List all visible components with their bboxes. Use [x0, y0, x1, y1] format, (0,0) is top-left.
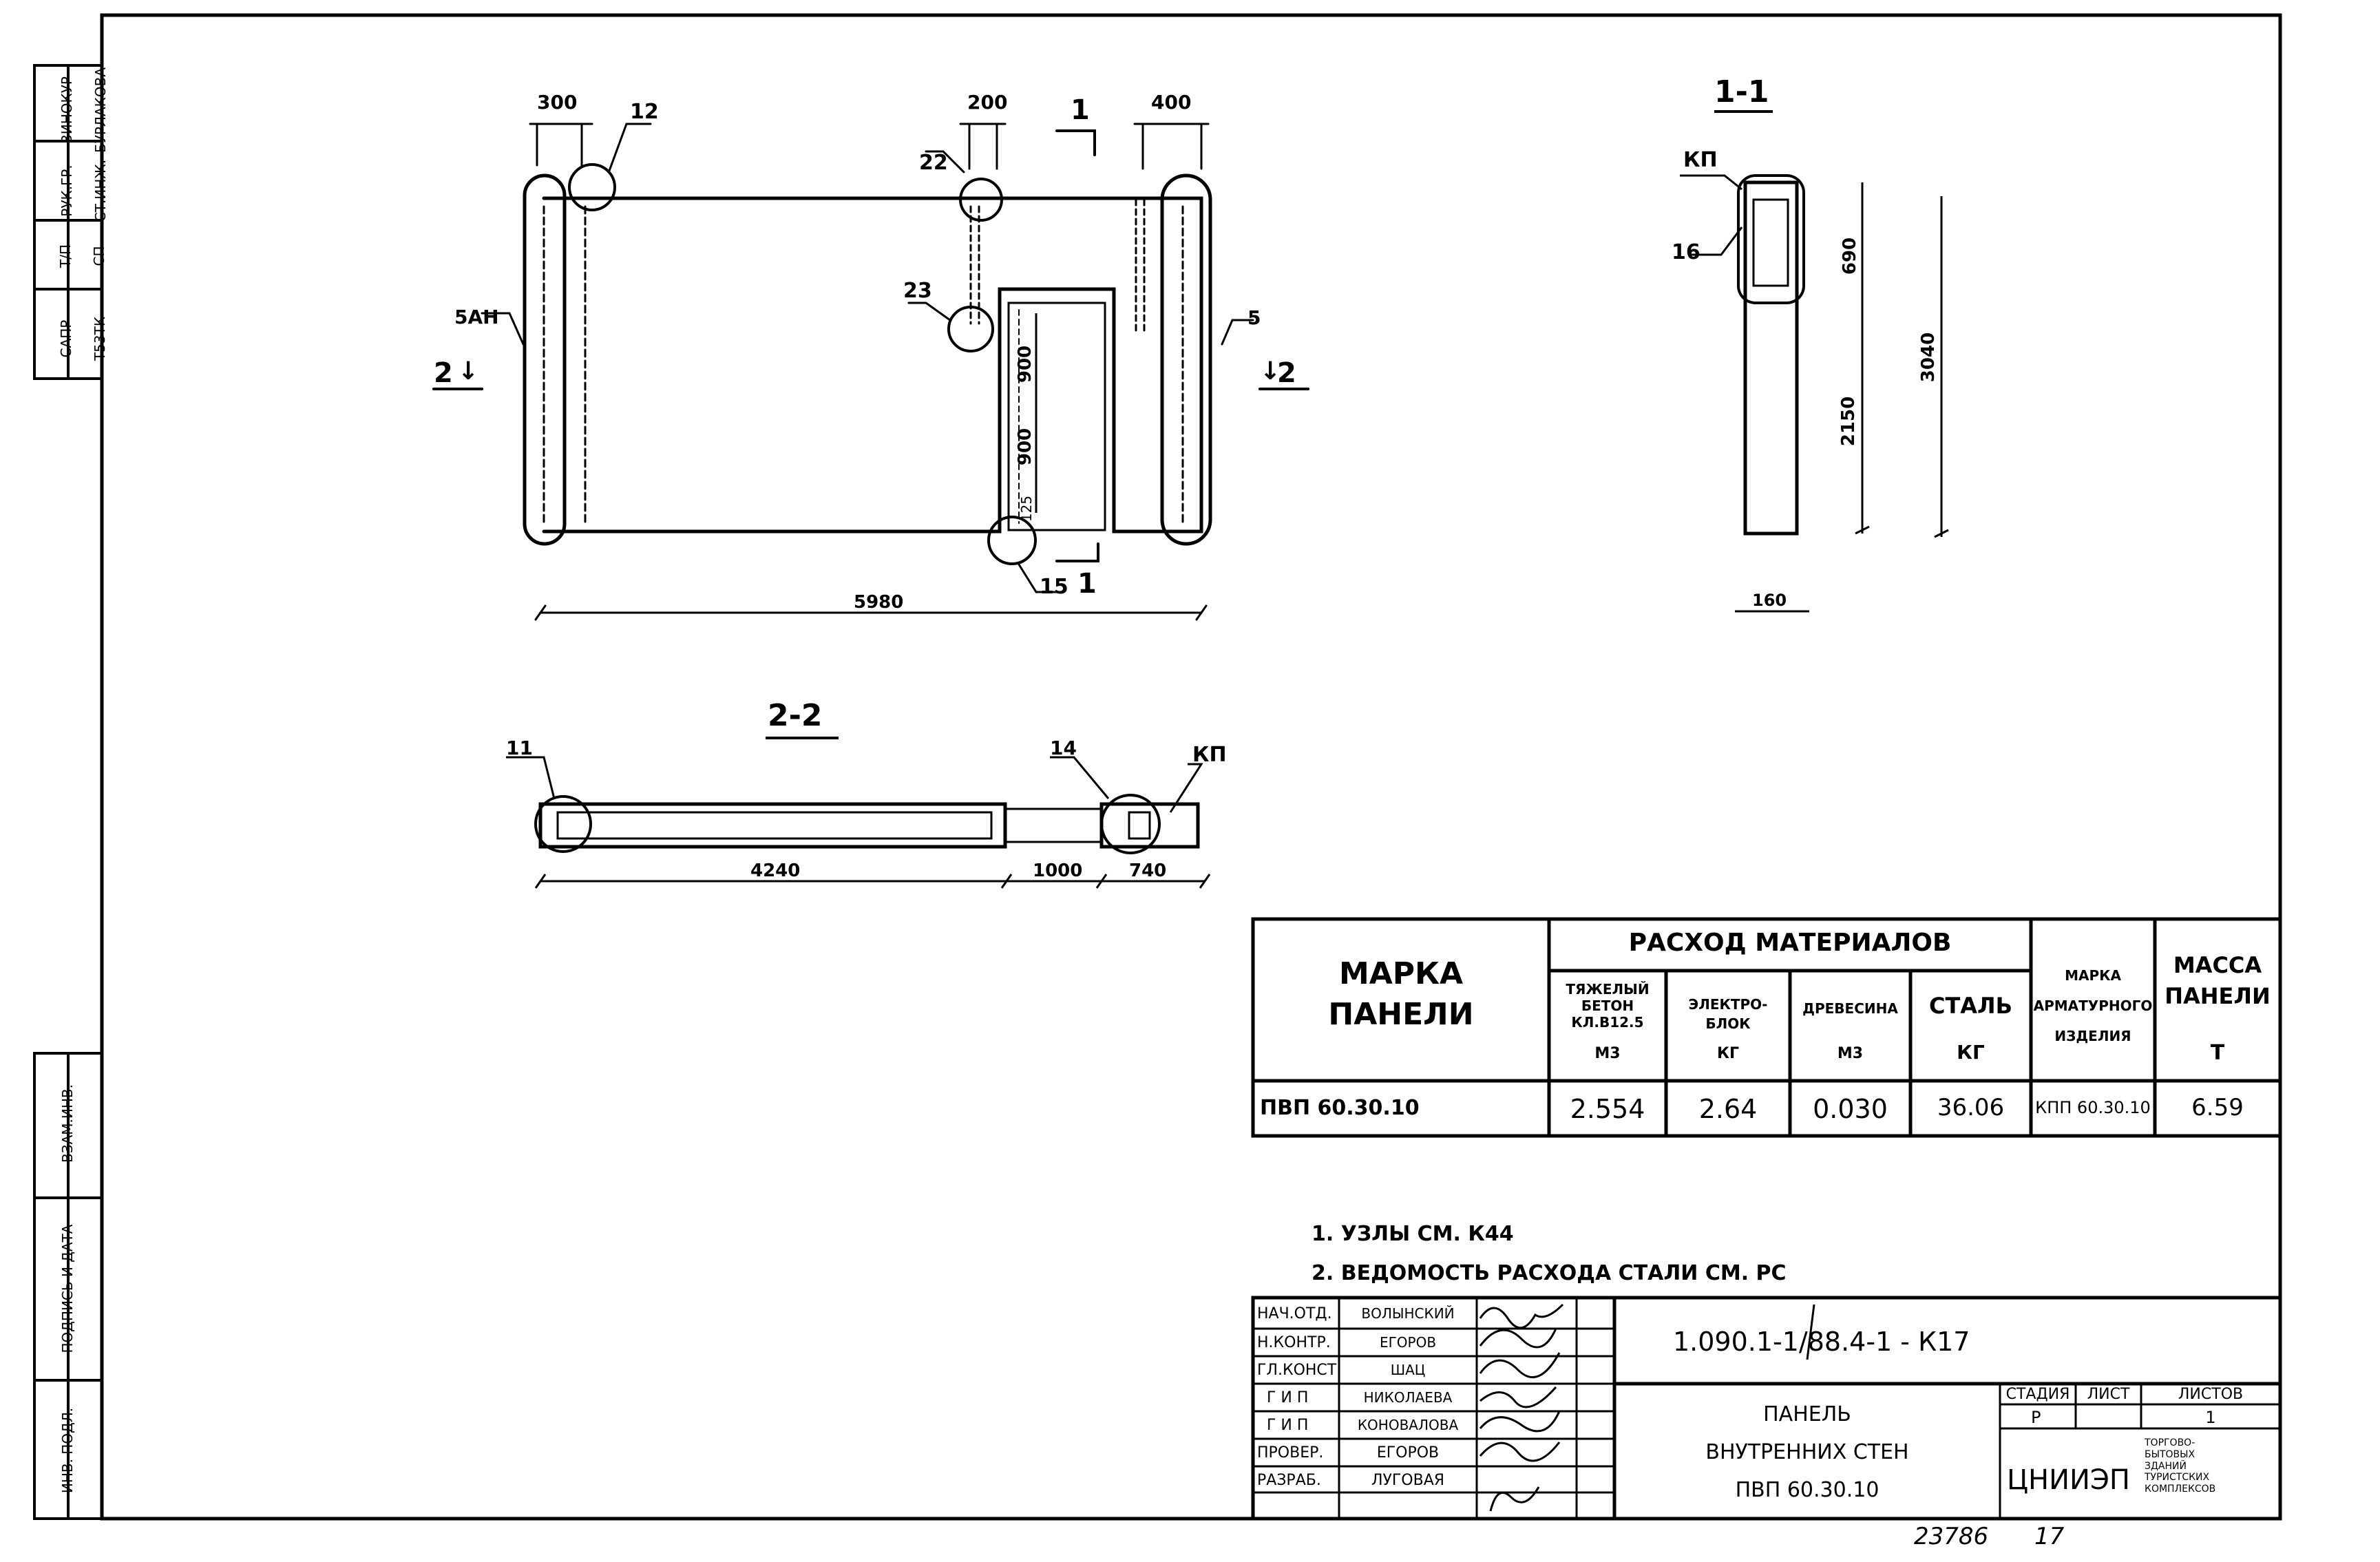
staff-name-0: ВОЛЫНСКИЙ: [1361, 1305, 1455, 1322]
dim-900-b: 900: [1015, 428, 1035, 466]
row-mark: ПВП 60.30.10: [1260, 1096, 1420, 1120]
row-mass: 6.59: [2191, 1094, 2244, 1121]
col-wood-unit: М3: [1837, 1045, 1864, 1062]
strip-burlakova: БУРЛАКОВА: [92, 67, 109, 154]
title-line-1: ПАНЕЛЬ: [1763, 1402, 1851, 1426]
col-electro-unit: КГ: [1716, 1045, 1739, 1062]
strip-vzaminv: ВЗАМ.ИНВ.: [59, 1084, 76, 1163]
callout-5: 5: [1247, 306, 1261, 329]
staff-role-6: РАЗРАБ.: [1257, 1472, 1321, 1489]
dim-300: 300: [537, 91, 578, 114]
col-concrete: ТЯЖЕЛЫЙ БЕТОН КЛ.В12.5: [1566, 981, 1650, 1031]
staff-name-4: КОНОВАЛОВА: [1357, 1417, 1459, 1433]
staff-role-1: Н.КОНТР.: [1257, 1334, 1331, 1351]
section-mark-2-left: 2: [434, 357, 453, 389]
org-subtitle: ТОРГОВО- БЫТОВЫХ ЗДАНИЙ ТУРИСТСКИХ КОМПЛ…: [2145, 1437, 2216, 1495]
arrow-down-icon: ↓: [458, 357, 479, 386]
dim-160: 160: [1752, 591, 1787, 610]
label-kp-2: КП: [1192, 743, 1227, 767]
materials-header: РАСХОД МАТЕРИАЛОВ: [1628, 929, 1952, 957]
sheets-label: ЛИСТОВ: [2178, 1386, 2244, 1403]
strip-t53tk: Т53ТК: [92, 316, 108, 361]
archive-number: 23786: [1914, 1523, 1989, 1550]
callout-12: 12: [630, 100, 659, 124]
row-armature: КПП 60.30.10: [2035, 1098, 2151, 1117]
armature-header: МАРКА АРМАТУРНОГО ИЗДЕЛИЯ: [2033, 967, 2153, 1044]
mass-unit: Т: [2210, 1041, 2225, 1065]
dim-2150: 2150: [1838, 396, 1859, 447]
staff-name-1: ЕГОРОВ: [1379, 1334, 1437, 1351]
sheet-value: 1: [2205, 1408, 2216, 1427]
dim-125: 125: [1018, 495, 1035, 523]
stage-label: СТАДИЯ: [2005, 1386, 2070, 1403]
callout-15: 15: [1040, 575, 1068, 599]
strip-sapr: САПР: [58, 319, 74, 358]
dim-4240: 4240: [750, 861, 801, 881]
section-mark-2-right: 2: [1277, 357, 1296, 389]
title-block-grid: [1251, 1296, 2282, 1521]
callout-11: 11: [506, 737, 533, 759]
dim-3040: 3040: [1918, 332, 1939, 383]
callout-23: 23: [903, 279, 932, 303]
callout-16: 16: [1672, 240, 1700, 264]
callout-14: 14: [1050, 737, 1077, 759]
sheet-frame: [100, 13, 2282, 1521]
staff-role-3: Г И П: [1267, 1389, 1309, 1406]
staff-name-3: НИКОЛАЕВА: [1363, 1389, 1453, 1406]
section-mark-1-top: 1: [1071, 94, 1090, 126]
org-name: ЦНИИЭП: [2007, 1464, 2130, 1496]
row-wood: 0.030: [1813, 1094, 1888, 1124]
dim-740: 740: [1129, 861, 1167, 881]
title-line-2: ВНУТРЕННИХ СТЕН: [1705, 1440, 1909, 1464]
row-concrete: 2.554: [1570, 1094, 1645, 1124]
col-electro: ЭЛЕКТРО-БЛОК: [1688, 996, 1768, 1032]
document-code: 1.090.1-1/88.4-1 - К17: [1673, 1327, 1970, 1357]
label-kp: КП: [1683, 148, 1718, 172]
staff-role-2: ГЛ.КОНСТ: [1257, 1362, 1337, 1379]
sheet-label: ЛИСТ: [2087, 1386, 2130, 1403]
staff-name-6: ЛУГОВАЯ: [1371, 1472, 1445, 1489]
dim-690: 690: [1840, 237, 1860, 275]
section-2-2: [506, 737, 1211, 889]
callout-22: 22: [919, 151, 948, 175]
col-wood: ДРЕВЕСИНА: [1802, 1000, 1898, 1017]
note-2: 2. ВЕДОМОСТЬ РАСХОДА СТАЛИ СМ. РС: [1312, 1261, 1787, 1285]
section-1-1: [1680, 110, 1949, 613]
col-concrete-unit: М3: [1594, 1045, 1621, 1062]
dim-1000: 1000: [1033, 861, 1083, 881]
col-steel: СТАЛЬ: [1928, 993, 2013, 1019]
title-line-3: ПВП 60.30.10: [1735, 1478, 1879, 1502]
section-2-2-title: 2-2: [768, 698, 823, 733]
dim-900-a: 900: [1015, 345, 1035, 383]
mass-header: МАССА ПАНЕЛИ: [2165, 952, 2271, 1009]
staff-name-5: ЕГОРОВ: [1376, 1444, 1440, 1461]
note-1: 1. УЗЛЫ СМ. К44: [1312, 1222, 1514, 1246]
row-steel: 36.06: [1937, 1094, 2005, 1121]
callout-5ah: 5АН: [454, 306, 499, 328]
code-slash: [1806, 1304, 1815, 1360]
strip-invpodl: ИНВ. ПОДЛ.: [59, 1407, 76, 1494]
left-strip: [33, 64, 103, 1520]
dim-200: 200: [967, 91, 1008, 114]
staff-role-4: Г И П: [1267, 1417, 1309, 1434]
staff-role-5: ПРОВЕР.: [1257, 1444, 1324, 1461]
col-steel-unit: КГ: [1957, 1041, 1985, 1064]
mark-header: МАРКА ПАНЕЛИ: [1328, 956, 1474, 1033]
row-electro: 2.64: [1698, 1094, 1758, 1124]
staff-name-2: ШАЦ: [1390, 1362, 1426, 1378]
materials-table-grid: [1251, 917, 2282, 1138]
arrow-down-icon: ↓: [1260, 357, 1281, 386]
dim-400: 400: [1151, 91, 1192, 114]
signatures: [1479, 1303, 1564, 1512]
staff-role-0: НАЧ.ОТД.: [1257, 1305, 1332, 1322]
stage-value: Р: [2031, 1408, 2041, 1427]
page-number: 17: [2034, 1523, 2065, 1550]
strip-vinokur: ВИНОКУР: [59, 76, 75, 144]
panel-elevation: [432, 123, 1309, 621]
section-1-1-title: 1-1: [1714, 74, 1769, 109]
section-mark-1-bottom: 1: [1077, 568, 1097, 600]
dim-5980: 5980: [854, 592, 904, 613]
